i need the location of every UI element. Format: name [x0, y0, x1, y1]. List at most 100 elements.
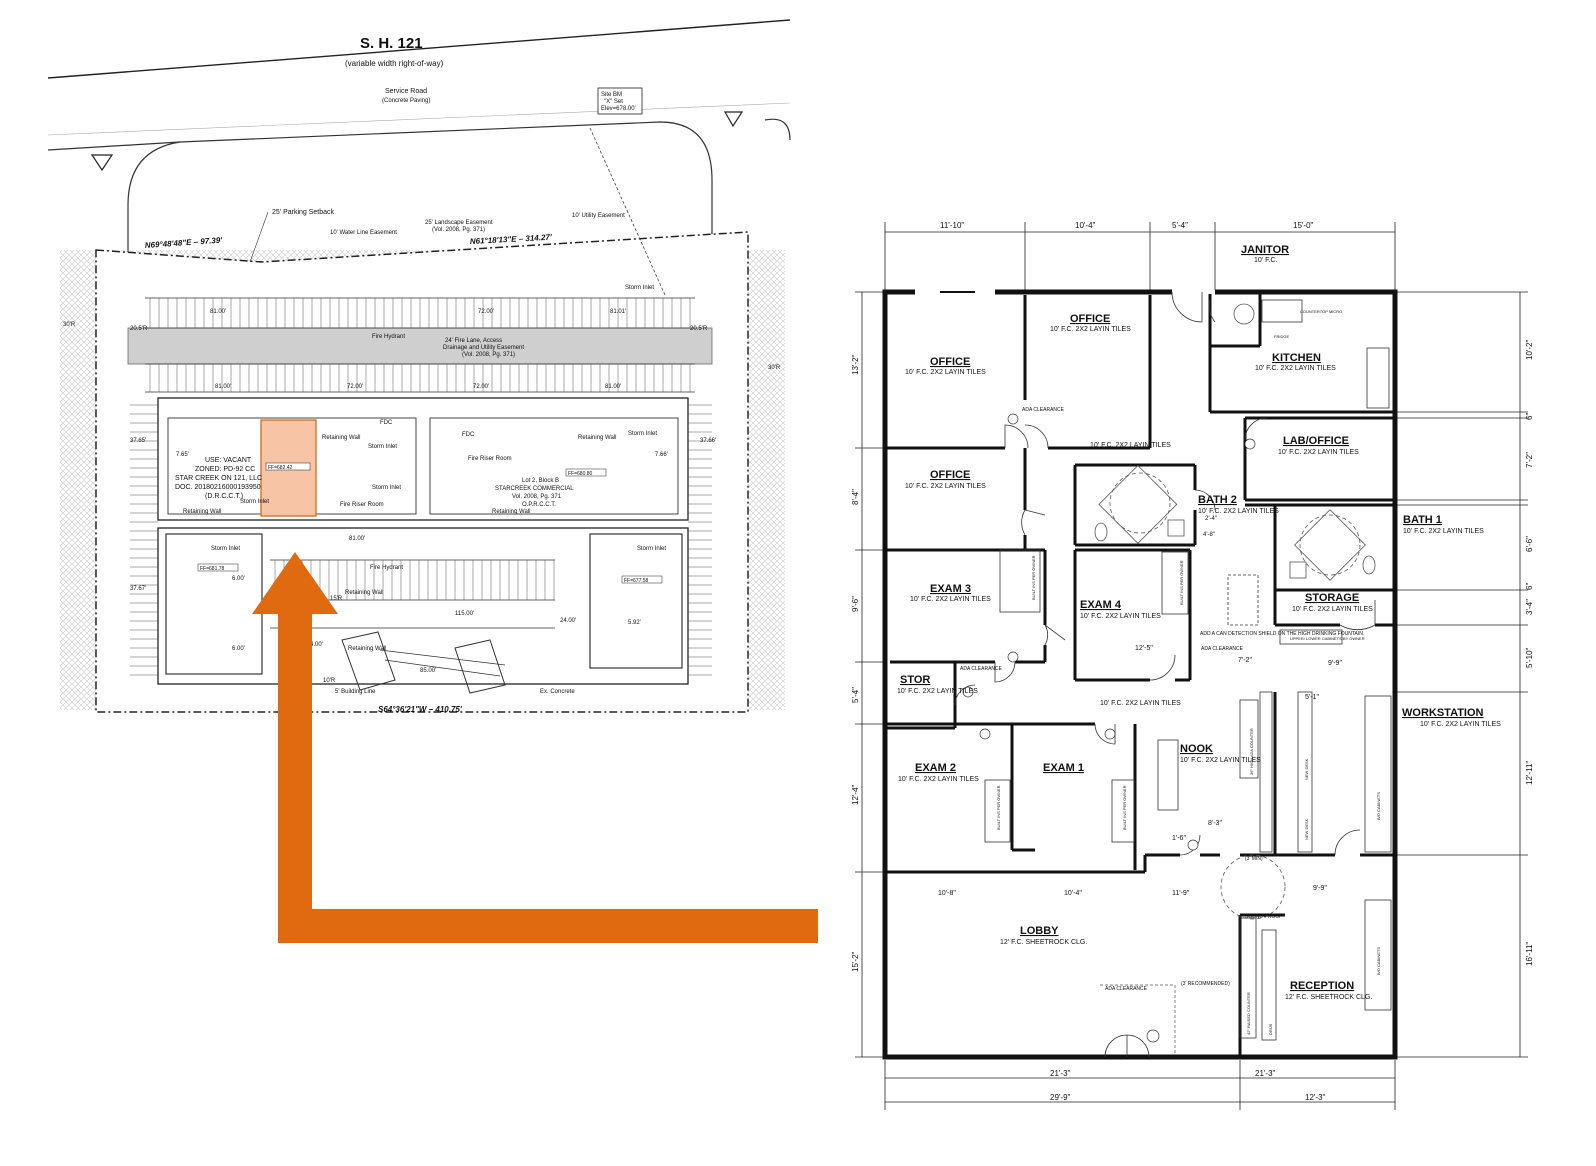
ex-concrete-bottom: Ex. Concrete — [540, 689, 575, 695]
ff-north-east: FF=680.80 — [568, 471, 593, 477]
fire-lane — [127, 327, 713, 365]
corridor-note-2: 10' F.C. 2X2 LAYIN TILES — [1100, 700, 1181, 707]
parking-setback-note: 25' Parking Setback — [272, 209, 335, 216]
room-bath-2: BATH 2 — [1198, 494, 1237, 506]
room-lobby-note: 12' F.C. SHEETROCK CLG. — [1000, 939, 1087, 946]
storm-inlet-5: Storm Inlet — [637, 546, 666, 552]
note-drus: DRUS — [1268, 1023, 1273, 1035]
dim-radius-1: 20.5'R — [130, 326, 148, 332]
room-lobby: LOBBY — [1020, 925, 1059, 937]
top-dim-4: 15'-0" — [1293, 221, 1314, 230]
retaining-wall-3: Retaining Wall — [183, 509, 221, 515]
dim-15r: 15'R — [330, 596, 343, 602]
note-new-desk-1: NEW DESK — [1304, 758, 1309, 780]
fire-riser-2: Fire Riser Room — [340, 502, 384, 508]
ada-clearance-4: ADA CLEARANCE — [1201, 646, 1244, 652]
left-dim-2: 8'-4" — [851, 489, 860, 505]
room-workstation-note: 10' F.C. 2X2 LAYIN TILES — [1420, 721, 1501, 728]
lot-text-1: USE: VACANT — [205, 457, 252, 464]
room-office-2-note: 10' F.C. 2X2 LAYIN TILES — [1050, 326, 1131, 333]
note-min: (3' MIN) — [1245, 856, 1263, 862]
dim-4: 4.00' — [310, 642, 323, 648]
lot-text-4: DOC. 20180216000193950 — [175, 484, 261, 491]
building-pad-south — [157, 527, 689, 685]
dim-30r-1: 30'R — [63, 322, 76, 328]
left-dim-6: 15'-2" — [851, 951, 860, 972]
dim-72-row2b: 72.00' — [473, 384, 489, 390]
retaining-wall-4: Retaining Wall — [492, 509, 530, 515]
dim-30r-2: 30'R — [768, 365, 781, 371]
dim-765: 7.65' — [176, 452, 189, 458]
site-plan: S. H. 121 (variable width right-of-way) … — [47, 19, 791, 714]
dim-81-south: 81.00' — [349, 536, 365, 542]
water-line-easement: 10' Water Line Easement — [330, 230, 397, 236]
arrow-head — [252, 552, 338, 614]
lot-text-5: (D.R.C.C.T.) — [205, 493, 243, 500]
ada-clearance-2: ADA CLEARANCE — [960, 666, 1003, 672]
bearing-2: N61°18'13"E – 314.27' — [470, 233, 553, 246]
bottom-dim-2: 21'-3" — [1255, 1069, 1276, 1078]
room-office-3-note: 10' F.C. 2X2 LAYIN TILES — [905, 483, 986, 490]
yield-triangle-left — [90, 154, 114, 172]
site-bm-1: Site BM — [601, 92, 622, 98]
int-dim-3: 9'-9" — [1328, 660, 1342, 667]
right-dim-4: 6'-6" — [1525, 536, 1534, 552]
lot-text-2: ZONED: PD-92 CC — [195, 466, 255, 473]
right-dim-5: 6" — [1525, 583, 1534, 590]
dim-81-top: 81.00' — [210, 309, 226, 315]
room-office-1: OFFICE — [930, 356, 970, 368]
ada-clearance-1: ADA CLEARANCE — [1022, 407, 1065, 413]
right-dim-2: 6" — [1525, 413, 1534, 420]
storm-inlet-3: Storm Inlet — [240, 499, 269, 505]
fire-lane-note-2: Drainage and Utility Easement — [443, 345, 524, 351]
int-dim-2: 7'-2" — [1238, 657, 1252, 664]
int-dim-10: 8'-3" — [1208, 820, 1222, 827]
bottom-dim-4: 12'-3" — [1305, 1093, 1326, 1102]
fire-hydrant-2: Fire Hydrant — [370, 565, 403, 571]
site-bm-3: Elev=678.00' — [601, 106, 636, 112]
right-dim-7: 5'-10" — [1525, 647, 1534, 668]
top-dim-2: 10'-4" — [1075, 221, 1096, 230]
lot2-text-4: O.P.R.C.C.T. — [522, 502, 556, 508]
room-bath-1-note: 10' F.C. 2X2 LAYIN TILES — [1403, 528, 1484, 535]
room-exam-2: EXAM 2 — [915, 762, 956, 774]
fire-lane-vol: (Vol. 2008, Pg. 371) — [462, 352, 515, 358]
dim-766: 7.66' — [655, 452, 668, 458]
dim-6-b: 6.00' — [232, 646, 245, 652]
note-recommended: (3' RECOMMENDED) — [1181, 981, 1230, 987]
room-kitchen: KITCHEN — [1272, 352, 1321, 364]
retaining-wall-2: Retaining Wall — [578, 435, 616, 441]
right-dim-8: 12'-11" — [1525, 761, 1534, 785]
building-line-bottom: 5' Building Line — [335, 689, 376, 695]
connector-arrow — [252, 552, 818, 943]
room-office-3: OFFICE — [930, 469, 970, 481]
arrow-shaft — [278, 612, 818, 943]
room-exam-3-note: 10' F.C. 2X2 LAYIN TILES — [910, 596, 991, 603]
note-built-ins-3: BUILT INS PER OWNER — [996, 785, 1001, 830]
note-ada-counter: 36" HIGH ADA COUNTER — [1249, 728, 1254, 775]
bottom-dim-3: 29'-9" — [1050, 1093, 1071, 1102]
storm-inlet-6: Storm Inlet — [628, 431, 657, 437]
fire-hydrant-1: Fire Hydrant — [372, 334, 405, 340]
int-dim-5: 10'-8" — [938, 890, 956, 897]
room-nook-note: 10' F.C. 2X2 LAYIN TILES — [1180, 757, 1261, 764]
note-bo-cabinets-1: B/O CABINETS — [1376, 792, 1381, 820]
room-bath-2-note: 10' F.C. 2X2 LAYIN TILES — [1198, 508, 1279, 515]
dim-6-a: 6.00' — [232, 576, 245, 582]
right-dim-1: 10'-2" — [1525, 339, 1534, 360]
dim-85: 85.00' — [420, 668, 436, 674]
dim-115: 115.00' — [455, 611, 474, 617]
note-built-ins-4: BUILT INS PER OWNER — [1122, 785, 1127, 830]
note-bo-cabinets-2: B/O CABINETS — [1376, 947, 1381, 975]
room-exam-4-note: 10' F.C. 2X2 LAYIN TILES — [1080, 613, 1161, 620]
fire-lane-note: 24' Fire Lane, Access — [445, 338, 502, 344]
retaining-wall-6: Retaining Wall — [348, 646, 386, 652]
note-raised-counter: 42" RAISED COUNTER — [1246, 992, 1251, 1035]
int-dim-12: 9'-9" — [1313, 885, 1327, 892]
room-lab-office-note: 10' F.C. 2X2 LAYIN TILES — [1278, 449, 1359, 456]
storm-inlet-7: Storm Inlet — [625, 285, 654, 291]
note-built-ins-1: BUILT INS PER OWNER — [1031, 555, 1036, 600]
int-dim-7: 11'-9" — [1172, 890, 1190, 897]
service-road-label: Service Road — [385, 88, 427, 95]
